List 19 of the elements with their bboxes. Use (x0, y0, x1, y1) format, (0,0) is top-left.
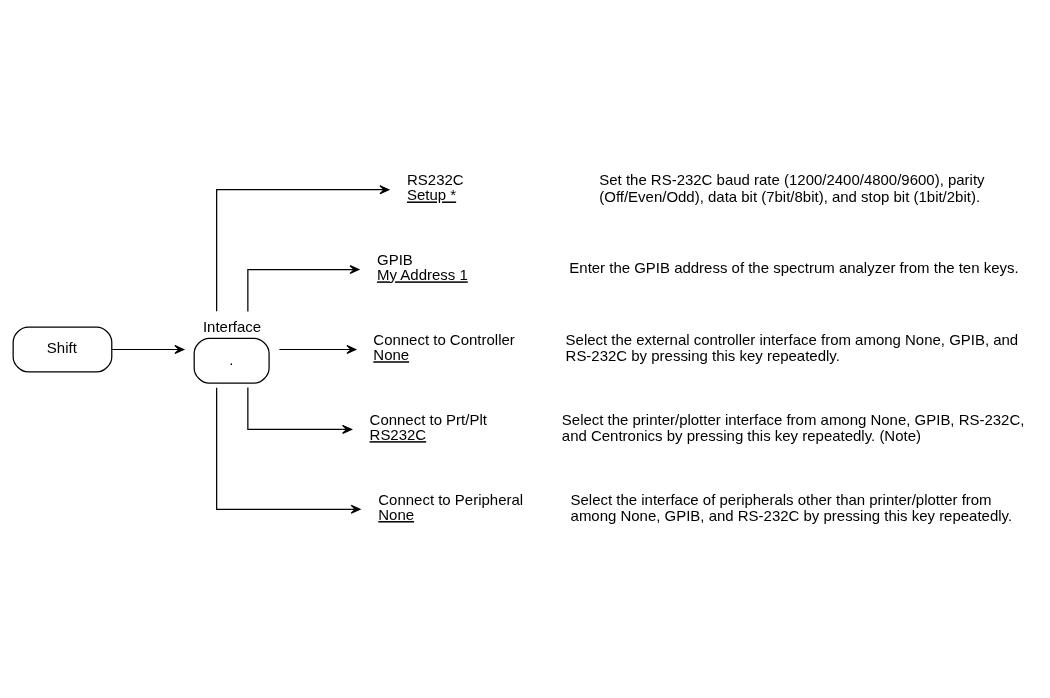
node-label: Select the interface of peripherals other than printer/plotter from among None, GPIB, and RS-232C by pressing this key repeatedly. (570, 490, 1013, 524)
arrow (216, 386, 361, 514)
node-text: GPIB My Address 1 (377, 250, 468, 283)
node-label: Enter the GPIB address of the spectrum analyzer from the ten keys. (569, 258, 1019, 276)
node-text: Connect to Controller None (373, 330, 515, 363)
node-text: RS232C Setup * (407, 170, 464, 203)
node-label: Select the external controller interface from among None, GPIB, and RS-232C by pressing this key repeatedly. (565, 330, 1019, 364)
arrow (111, 344, 185, 354)
node-box: . (193, 337, 270, 384)
node-label: Interface (202, 317, 262, 335)
node-text: Connect to Prt/Plt RS232C (369, 410, 487, 443)
node-text: Connect to Peripheral None (378, 490, 524, 523)
arrow (216, 184, 390, 312)
arrow (247, 264, 360, 312)
arrow (247, 386, 352, 434)
node-label: Set the RS-232C baud rate (1200/2400/4800/9600), parity (Off/Even/Odd), data bit (7bit/8bit), and stop bit (1bit/2bit). (599, 170, 985, 205)
node-box: Shift (12, 325, 113, 373)
arrow (278, 344, 357, 354)
node-label: Select the printer/plotter interface from among None, GPIB, RS-232C, and Centronics by pressing this key repeatedly. (Note) (561, 410, 1025, 444)
